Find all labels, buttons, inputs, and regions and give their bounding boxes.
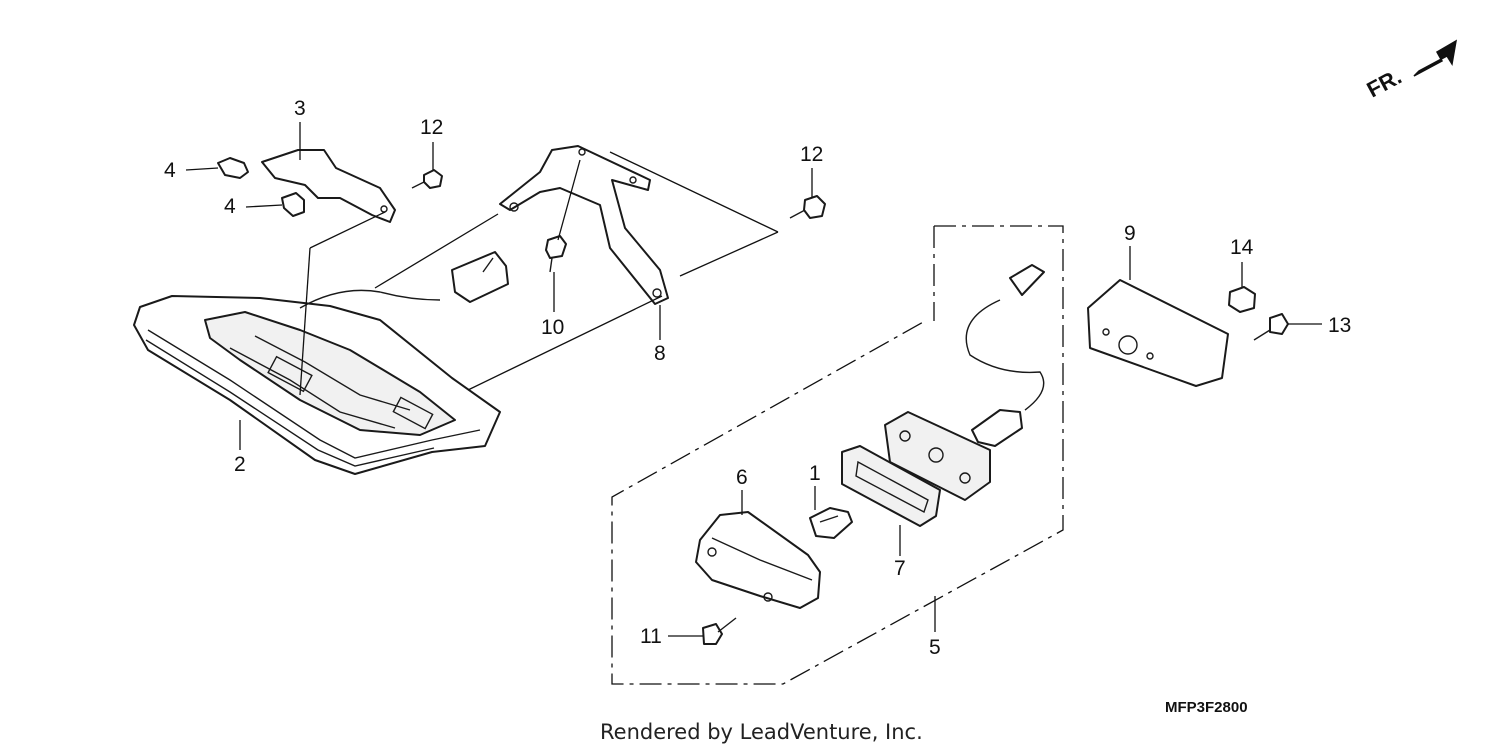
screw-12-left (411, 169, 443, 189)
nut-14 (1228, 286, 1256, 313)
stay-bracket-8 (499, 145, 669, 305)
callout-6: 6 (736, 466, 748, 489)
callout-4-upper: 4 (164, 159, 176, 182)
callout-4-lower: 4 (224, 195, 236, 218)
clip-4-lower (281, 192, 305, 217)
callout-3: 3 (294, 97, 306, 120)
render-credit: Rendered by LeadVenture, Inc. (600, 720, 923, 744)
housing-wire-socket (299, 251, 509, 309)
lens-6 (695, 511, 821, 609)
front-direction-label: FR. (1363, 64, 1406, 103)
tail-light-housing (133, 295, 501, 475)
cover-9 (1087, 279, 1229, 387)
screw-12-right (789, 195, 826, 219)
bracket-plate-3 (261, 149, 396, 223)
front-arrow-icon (1413, 39, 1458, 77)
callout-12-left: 12 (420, 116, 443, 139)
bulb-1 (809, 507, 853, 539)
callout-13: 13 (1328, 314, 1351, 337)
gasket-7 (841, 445, 941, 527)
callout-7: 7 (894, 557, 906, 580)
callout-8: 8 (654, 342, 666, 365)
screw-11 (702, 617, 737, 645)
callouts: 1 2 3 4 4 5 6 7 8 9 10 11 12 12 13 14 (164, 97, 1351, 659)
bulb-socket-wire (965, 264, 1045, 447)
screw-13 (1253, 313, 1289, 341)
callout-5: 5 (929, 636, 941, 659)
callout-10: 10 (541, 316, 564, 339)
leader-lines (185, 122, 1322, 637)
bolt-10 (545, 235, 567, 273)
callout-14: 14 (1230, 236, 1254, 259)
callout-12-right: 12 (800, 143, 823, 166)
front-direction-indicator: FR. (1363, 39, 1458, 103)
assembly-outline-5 (611, 225, 1064, 685)
callout-11: 11 (640, 625, 662, 648)
callout-2: 2 (234, 453, 246, 476)
callout-1: 1 (809, 462, 821, 485)
callout-9: 9 (1124, 222, 1136, 245)
part-code: MFP3F2800 (1165, 699, 1248, 716)
clip-4-upper (217, 157, 249, 179)
